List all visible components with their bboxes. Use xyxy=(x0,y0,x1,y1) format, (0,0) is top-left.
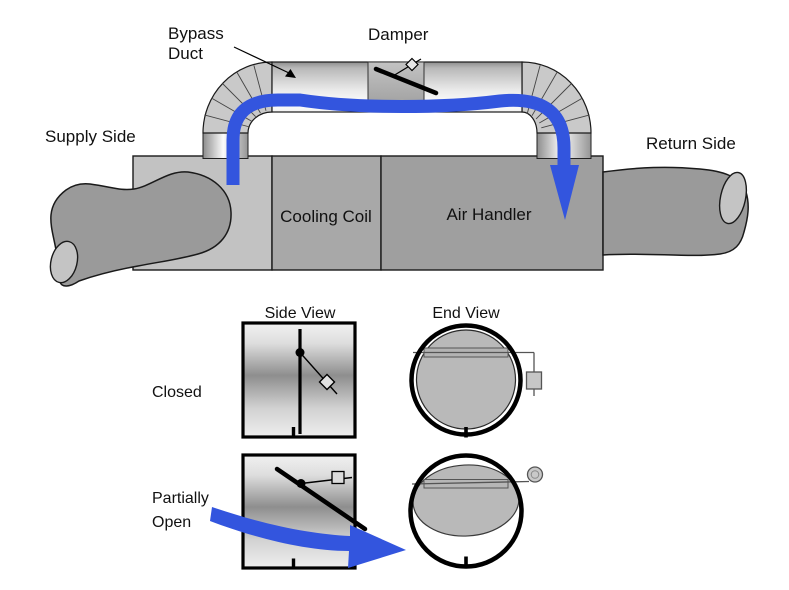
open-square-index-tick xyxy=(291,558,296,568)
open-circle-index-tick xyxy=(464,556,468,567)
side-view-partially-open xyxy=(241,453,368,570)
system-diagram: Bypass Duct Damper Supply Side Return Si… xyxy=(45,24,749,287)
closed-actuator-box xyxy=(525,371,543,390)
damper-label: Damper xyxy=(368,25,429,44)
open-handle-knob xyxy=(331,470,345,485)
end-view-header: End View xyxy=(432,305,500,322)
cooling-coil-label: Cooling Coil xyxy=(280,207,372,226)
return-duct-body xyxy=(602,166,749,257)
return-side-label: Return Side xyxy=(646,134,736,153)
supply-duct-body xyxy=(50,171,232,287)
end-view-closed xyxy=(409,323,543,438)
damper-handle-knob xyxy=(405,57,419,72)
cooling-coil-box xyxy=(271,155,382,271)
bypass-elbow-right xyxy=(521,61,592,134)
closed-row-label: Closed xyxy=(152,384,202,401)
closed-square-index-tick xyxy=(291,427,296,437)
supply-duct-end-cap xyxy=(49,240,79,284)
flow-arrow-path xyxy=(226,93,571,185)
open-damper-rod xyxy=(274,466,368,532)
damper-blade xyxy=(373,66,439,96)
supply-side-label: Supply Side xyxy=(45,127,136,146)
bypass-riser-left xyxy=(202,132,249,159)
closed-damper-disc xyxy=(415,329,517,430)
open-axle-line xyxy=(411,480,530,485)
flow-arrow-head xyxy=(550,165,579,220)
open-actuator-knob-detail xyxy=(530,470,540,479)
damper-assembly xyxy=(373,57,439,96)
partially-open-label-line2: Open xyxy=(152,514,191,531)
closed-handle-knob xyxy=(318,373,336,391)
air-handler-label: Air Handler xyxy=(446,205,531,224)
damper-detail-views: Side View End View Closed Partially Open xyxy=(152,305,544,570)
bypass-leader-arrowhead xyxy=(285,69,296,78)
bypass-leader-line xyxy=(233,46,290,74)
bypass-duct-label-line2: Duct xyxy=(168,44,203,63)
damper-handle-rod xyxy=(392,58,422,77)
closed-circle-index-tick xyxy=(464,427,468,438)
partially-open-label-line1: Partially xyxy=(152,490,209,507)
return-duct-end-cap xyxy=(718,171,748,225)
open-actuator-knob xyxy=(526,466,544,483)
bypass-duct-label-line1: Bypass xyxy=(168,24,224,43)
supply-flex-duct xyxy=(49,171,232,287)
closed-handle-rod xyxy=(299,352,338,395)
end-view-partially-open xyxy=(408,453,544,569)
partial-flow-arrow xyxy=(210,507,406,568)
return-flex-duct xyxy=(602,166,749,257)
side-view-header: Side View xyxy=(265,305,336,322)
side-view-closed xyxy=(241,321,357,439)
